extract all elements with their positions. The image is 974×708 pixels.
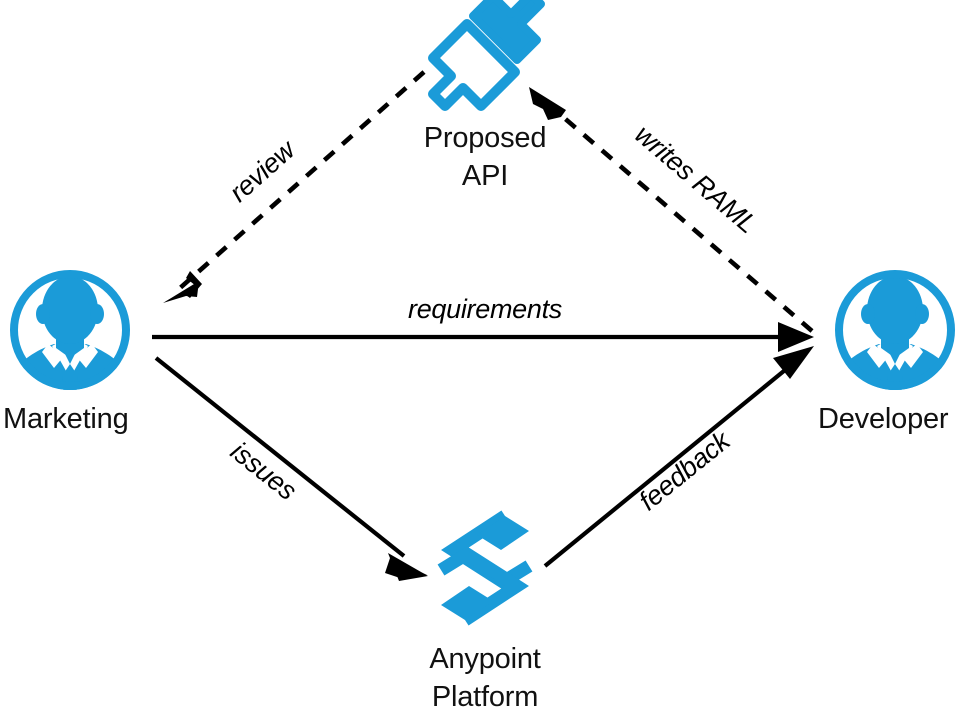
node-proposed-api-label-line1: Proposed bbox=[424, 122, 547, 154]
edge-writes-raml-label: writes RAML bbox=[629, 119, 762, 239]
edge-writes-raml-line bbox=[546, 102, 814, 333]
node-marketing-label: Marketing bbox=[3, 403, 129, 435]
edge-feedback-arrowhead bbox=[773, 346, 814, 379]
node-anypoint-platform[interactable]: Anypoint Platform bbox=[429, 510, 541, 708]
node-proposed-api-label-line2: API bbox=[462, 160, 508, 192]
edge-review-label: review bbox=[224, 134, 302, 208]
person-avatar-icon bbox=[10, 270, 130, 390]
node-proposed-api[interactable]: Proposed API bbox=[424, 0, 547, 192]
anypoint-logo-icon bbox=[437, 510, 533, 626]
node-anypoint-platform-label-line2: Platform bbox=[432, 681, 538, 708]
node-developer[interactable]: Developer bbox=[818, 270, 967, 435]
edge-feedback-line bbox=[543, 364, 792, 568]
edge-review[interactable]: review bbox=[163, 70, 426, 303]
node-developer-label: Developer bbox=[818, 403, 949, 435]
person-avatar-icon bbox=[835, 270, 955, 390]
edge-requirements-arrowhead bbox=[778, 322, 814, 352]
edge-issues[interactable]: issues bbox=[154, 356, 428, 581]
node-anypoint-platform-label-line1: Anypoint bbox=[429, 643, 540, 675]
edge-review-line bbox=[178, 70, 426, 290]
edge-requirements-label: requirements bbox=[408, 294, 562, 324]
node-marketing[interactable]: Marketing bbox=[0, 270, 142, 435]
edge-feedback[interactable]: feedback bbox=[543, 346, 814, 568]
edge-requirements[interactable]: requirements bbox=[152, 294, 814, 352]
edge-review-arrowhead-fill bbox=[163, 281, 199, 303]
edge-writes-raml[interactable]: writes RAML bbox=[529, 87, 814, 333]
plug-icon bbox=[428, 0, 545, 111]
edge-issues-line bbox=[154, 356, 406, 558]
edge-feedback-label: feedback bbox=[633, 424, 737, 516]
edge-writes-raml-arrowhead bbox=[529, 87, 566, 120]
edge-issues-arrowhead-fill bbox=[388, 553, 428, 581]
